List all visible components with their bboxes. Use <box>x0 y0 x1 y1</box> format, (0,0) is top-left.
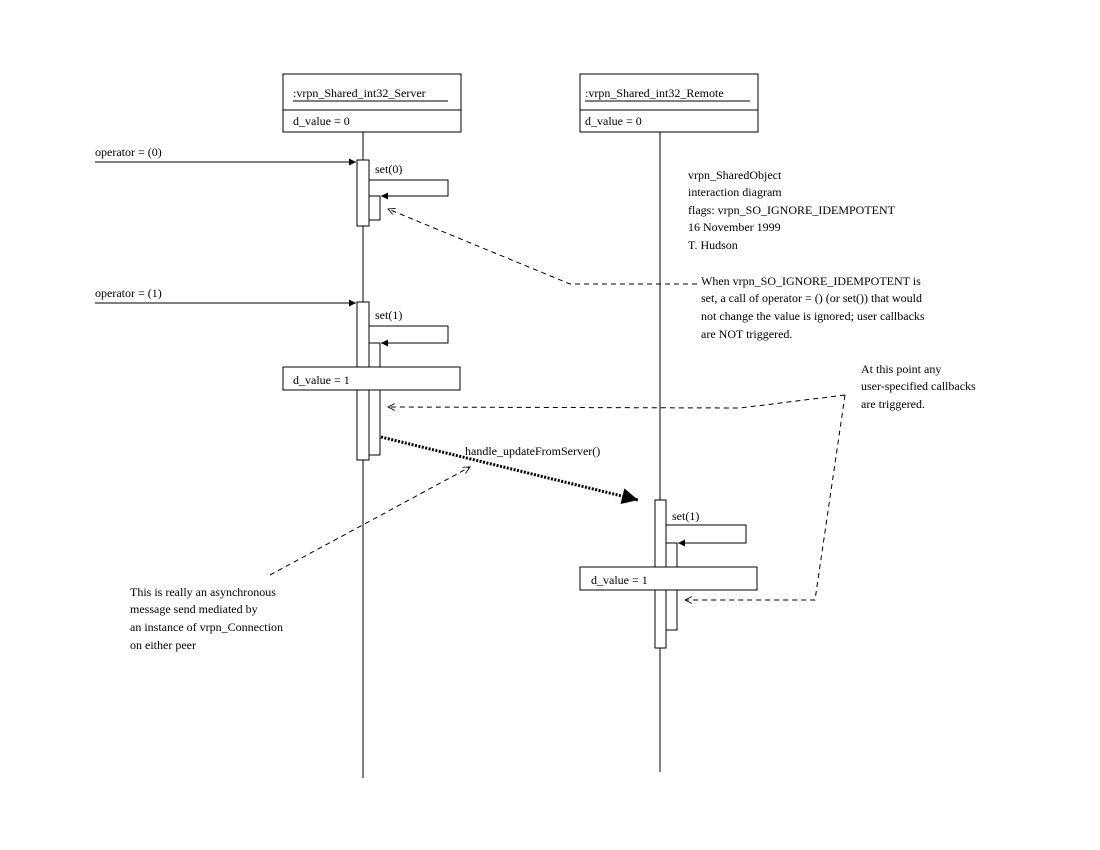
server-nested-activation-0 <box>368 195 381 221</box>
async-note: This is really an asynchronous message s… <box>130 585 283 652</box>
set-1-remote-label: set(1) <box>672 509 699 523</box>
ignore-note-line-2: set, a call of operator = () (or set()) … <box>701 291 922 305</box>
remote-object-attribute: d_value = 0 <box>585 114 642 128</box>
remote-object-name: :vrpn_Shared_int32_Remote <box>585 86 724 100</box>
operator-0-label: operator = (0) <box>95 145 162 159</box>
remote-state-label: d_value = 1 <box>591 573 648 587</box>
set-1-remote-self-arrow <box>666 524 747 547</box>
ignore-note-connector <box>388 209 697 285</box>
async-note-connector <box>269 467 470 576</box>
ignore-note-line-4: are NOT triggered. <box>701 327 792 341</box>
server-object-box[interactable]: :vrpn_Shared_int32_Server d_value = 0 <box>282 73 462 133</box>
callbacks-note-connector-server <box>388 394 846 408</box>
callbacks-note-line-3: are triggered. <box>861 397 925 411</box>
remote-state-box[interactable]: d_value = 1 <box>579 566 758 591</box>
info-line-4: 16 November 1999 <box>688 220 781 234</box>
async-note-line-3: an instance of vrpn_Connection <box>130 620 283 634</box>
server-activation-0 <box>356 159 370 227</box>
info-line-2: interaction diagram <box>688 185 782 199</box>
async-note-line-4: on either peer <box>130 638 196 652</box>
callbacks-note-connector-remote <box>685 394 846 600</box>
diagram-info-note: vrpn_SharedObject interaction diagram fl… <box>688 168 896 252</box>
set-0-label: set(0) <box>375 162 402 176</box>
info-line-1: vrpn_SharedObject <box>688 168 782 182</box>
server-object-attribute: d_value = 0 <box>293 114 350 128</box>
callbacks-note: At this point any user-specified callbac… <box>861 362 976 411</box>
info-line-5: T. Hudson <box>688 238 738 252</box>
set-1-server-self-arrow <box>369 325 449 347</box>
async-message-label: handle_updateFromServer() <box>465 444 600 458</box>
callbacks-note-line-1: At this point any <box>861 362 941 376</box>
ignore-idempotent-note: When vrpn_SO_IGNORE_IDEMPOTENT is set, a… <box>701 274 925 341</box>
server-state-label: d_value = 1 <box>293 373 350 387</box>
ignore-note-line-3: not change the value is ignored; user ca… <box>701 309 925 323</box>
callbacks-note-line-2: user-specified callbacks <box>861 379 976 393</box>
operator-1-label: operator = (1) <box>95 286 162 300</box>
server-nested-activation-1 <box>368 342 381 456</box>
server-state-box[interactable]: d_value = 1 <box>282 366 461 391</box>
info-line-3: flags: vrpn_SO_IGNORE_IDEMPOTENT <box>688 203 896 217</box>
remote-object-box[interactable]: :vrpn_Shared_int32_Remote d_value = 0 <box>579 73 759 133</box>
async-note-line-2: message send mediated by <box>130 602 258 616</box>
async-message-arrow <box>380 435 639 504</box>
async-note-line-1: This is really an asynchronous <box>130 585 276 599</box>
ignore-note-line-1: When vrpn_SO_IGNORE_IDEMPOTENT is <box>701 274 921 288</box>
server-object-name: :vrpn_Shared_int32_Server <box>293 86 426 100</box>
set-1-server-label: set(1) <box>375 308 402 322</box>
set-0-self-arrow <box>369 179 449 200</box>
